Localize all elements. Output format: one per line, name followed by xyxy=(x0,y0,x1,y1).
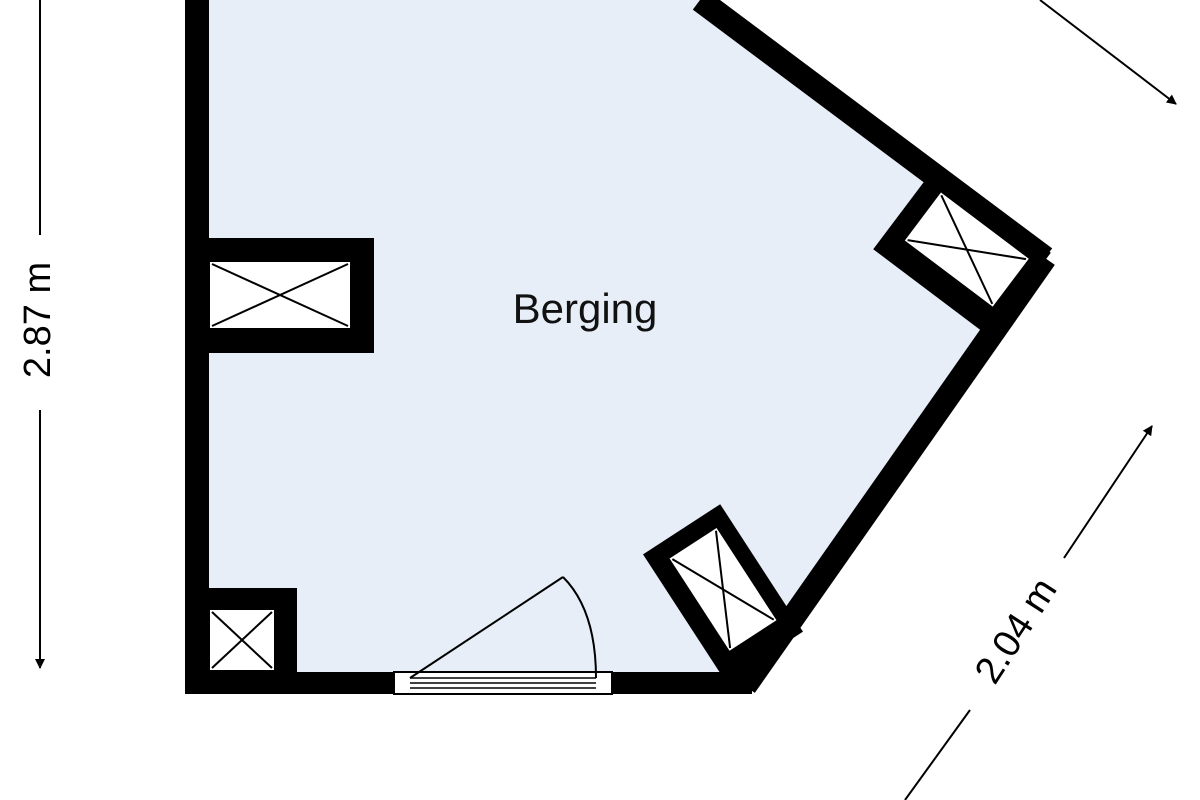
door xyxy=(393,576,613,695)
dimension-label-height: 2.87 m xyxy=(17,262,59,378)
shaft-upper-right xyxy=(873,166,1051,336)
door-swing-arc xyxy=(562,576,597,679)
dimension-left: 2.87 m xyxy=(17,0,59,669)
shaft-left xyxy=(197,238,374,353)
dimension-lower-right: 2.04 m xyxy=(904,425,1153,800)
room-floor xyxy=(197,0,1045,686)
room-label: Berging xyxy=(513,285,658,332)
dimension-label-diagonal: 2.04 m xyxy=(967,571,1065,691)
door-leaf xyxy=(409,576,564,679)
shaft-bottom-left xyxy=(197,588,297,688)
dimension-top-right xyxy=(1039,0,1177,105)
shaft-lower-right xyxy=(643,504,803,682)
wall-right-diagonal xyxy=(735,251,1055,693)
